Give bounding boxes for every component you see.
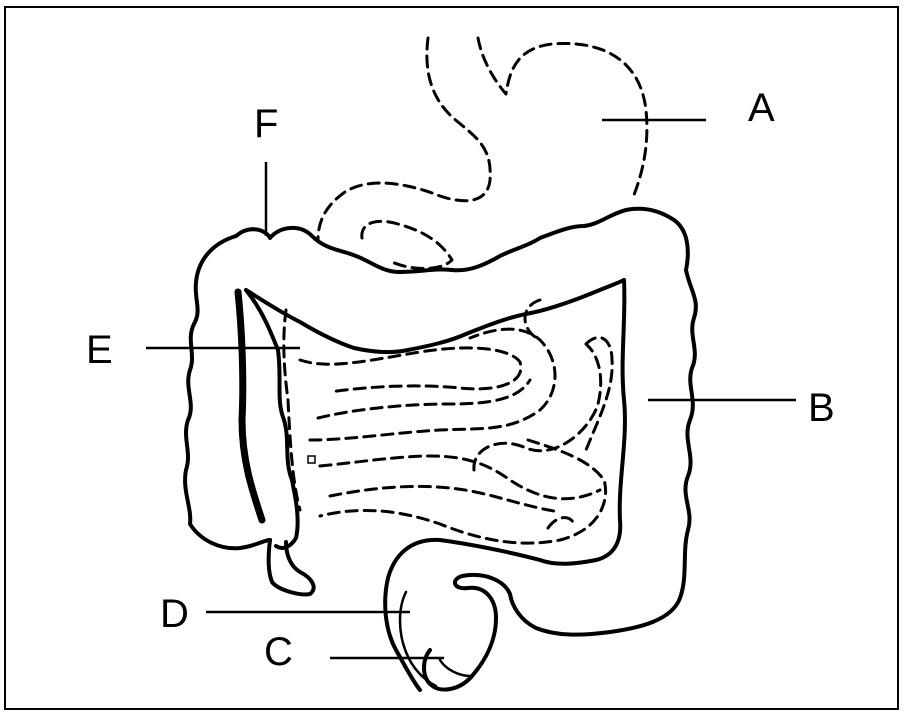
label-d: D: [160, 594, 189, 634]
detail-marker: [308, 456, 315, 463]
label-a: A: [748, 88, 775, 128]
label-b: B: [808, 388, 835, 428]
label-c: C: [264, 632, 293, 672]
label-e: E: [86, 330, 113, 370]
large-intestine: [185, 209, 696, 690]
label-f: F: [254, 104, 278, 144]
small-intestine-coils: [284, 300, 612, 543]
stomach-outline: [318, 38, 647, 269]
